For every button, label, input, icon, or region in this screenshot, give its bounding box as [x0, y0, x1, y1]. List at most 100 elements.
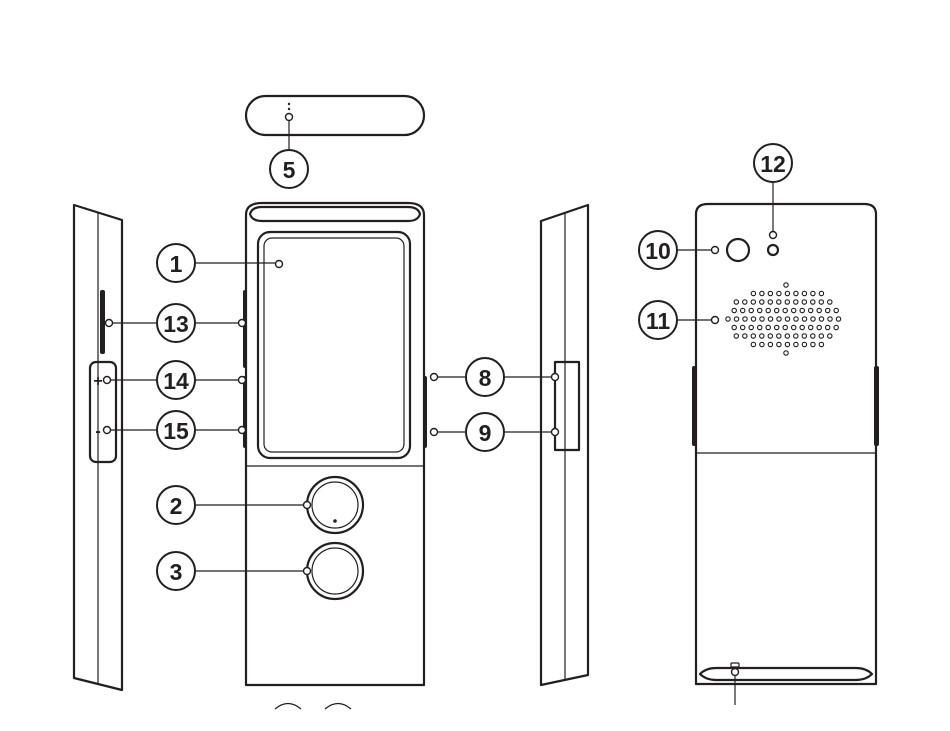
back-view — [692, 204, 879, 705]
speaker-hole — [802, 317, 806, 321]
speaker-hole — [794, 300, 798, 304]
translate-button — [307, 543, 363, 599]
speaker-hole — [817, 308, 821, 312]
speaker-hole — [766, 325, 770, 329]
speaker-hole — [760, 317, 764, 321]
speaker-hole — [777, 291, 781, 295]
speaker-grill — [726, 283, 841, 355]
speaker-hole — [760, 291, 764, 295]
speaker-hole — [809, 325, 813, 329]
svg-text:3: 3 — [170, 559, 183, 585]
speaker-hole — [794, 342, 798, 346]
speaker-hole — [826, 325, 830, 329]
speaker-hole — [800, 308, 804, 312]
svg-text:13: 13 — [163, 311, 189, 337]
speaker-hole — [768, 317, 772, 321]
speaker-hole — [766, 308, 770, 312]
speaker-hole — [792, 325, 796, 329]
svg-text:11: 11 — [646, 308, 671, 334]
speaker-hole — [743, 334, 747, 338]
callout-14: 14 — [157, 361, 195, 399]
svg-text:12: 12 — [760, 151, 786, 177]
speaker-hole — [758, 325, 762, 329]
speaker-hole — [811, 342, 815, 346]
speaker-hole — [743, 300, 747, 304]
speaker-hole — [741, 325, 745, 329]
svg-text:9: 9 — [479, 420, 492, 446]
speaker-hole — [819, 317, 823, 321]
callout-12: 12 — [754, 144, 792, 182]
callout-2: 2 — [157, 486, 195, 524]
left-side-slot — [100, 290, 105, 354]
speaker-hole — [783, 308, 787, 312]
speaker-hole — [819, 334, 823, 338]
speaker-hole — [784, 283, 788, 287]
speaker-hole — [777, 334, 781, 338]
speaker-hole — [802, 342, 806, 346]
record-button — [307, 477, 363, 533]
speaker-hole — [749, 325, 753, 329]
svg-text:14: 14 — [163, 368, 189, 394]
speaker-hole — [828, 317, 832, 321]
speaker-hole — [734, 334, 738, 338]
speaker-hole — [783, 325, 787, 329]
speaker-hole — [836, 317, 840, 321]
volume-plus-mark: + — [93, 373, 102, 390]
speaker-hole — [732, 325, 736, 329]
speaker-hole — [726, 317, 730, 321]
speaker-hole — [732, 308, 736, 312]
speaker-hole — [800, 325, 804, 329]
front-camera — [276, 261, 283, 268]
speaker-hole — [760, 334, 764, 338]
rear-camera — [727, 239, 749, 261]
front-view — [243, 203, 427, 709]
speaker-hole — [777, 317, 781, 321]
volume-minus-mark: - — [95, 423, 100, 440]
speaker-hole — [743, 317, 747, 321]
speaker-hole — [784, 351, 788, 355]
callout-13: 13 — [157, 304, 195, 342]
speaker-hole — [751, 291, 755, 295]
speaker-hole — [802, 291, 806, 295]
speaker-hole — [811, 291, 815, 295]
speaker-hole — [785, 291, 789, 295]
speaker-hole — [785, 300, 789, 304]
speaker-hole — [751, 342, 755, 346]
speaker-hole — [734, 317, 738, 321]
speaker-hole — [817, 325, 821, 329]
speaker-hole — [758, 308, 762, 312]
speaker-hole — [768, 300, 772, 304]
callout-5: 5 — [270, 150, 308, 188]
speaker-hole — [834, 325, 838, 329]
speaker-hole — [794, 334, 798, 338]
svg-text:15: 15 — [163, 418, 189, 444]
speaker-hole — [751, 300, 755, 304]
svg-text:5: 5 — [283, 157, 296, 183]
speaker-hole — [811, 317, 815, 321]
speaker-hole — [785, 317, 789, 321]
callout-8: 8 — [466, 358, 504, 396]
speaker-hole — [751, 334, 755, 338]
speaker-hole — [741, 308, 745, 312]
speaker-hole — [819, 342, 823, 346]
speaker-hole — [826, 308, 830, 312]
speaker-hole — [794, 291, 798, 295]
right-side-view — [541, 205, 588, 685]
speaker-hole — [819, 291, 823, 295]
speaker-hole — [828, 334, 832, 338]
svg-text:1: 1 — [170, 251, 183, 277]
speaker-hole — [828, 300, 832, 304]
top-view — [246, 96, 424, 152]
speaker-hole — [785, 334, 789, 338]
speaker-hole — [768, 334, 772, 338]
speaker-hole — [834, 308, 838, 312]
speaker-hole — [802, 334, 806, 338]
speaker-hole — [760, 342, 764, 346]
speaker-hole — [775, 308, 779, 312]
callout-15: 15 — [157, 411, 195, 449]
svg-text:8: 8 — [479, 365, 492, 391]
speaker-hole — [811, 334, 815, 338]
rear-flash — [768, 245, 778, 255]
speaker-hole — [809, 308, 813, 312]
